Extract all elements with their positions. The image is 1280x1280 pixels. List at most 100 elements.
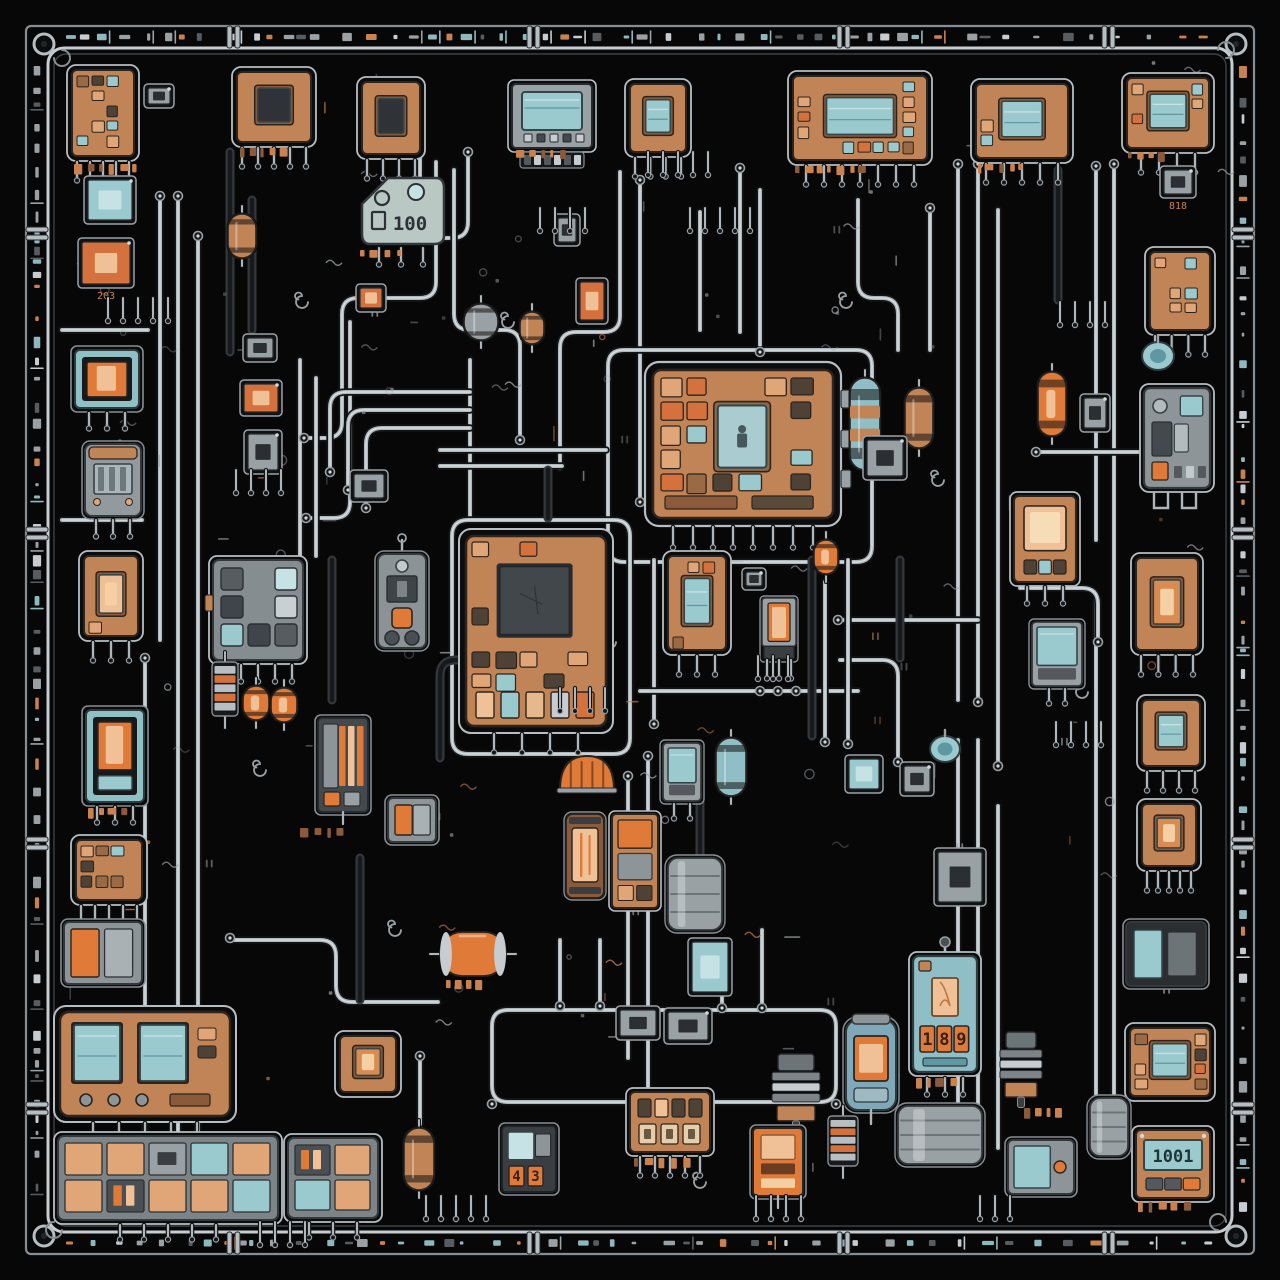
trace xyxy=(326,388,474,474)
capv-component xyxy=(1036,362,1068,446)
relay-component xyxy=(374,533,430,652)
plug-component xyxy=(771,1053,821,1133)
bandcap-component xyxy=(827,1104,859,1180)
svg-text:8: 8 xyxy=(939,1030,949,1050)
border-clamp xyxy=(25,836,49,851)
smallmod-component xyxy=(844,754,884,794)
stub-row xyxy=(1056,299,1109,329)
smallmod-component xyxy=(615,1005,661,1041)
twinscreen-component xyxy=(53,1005,237,1145)
capv-component xyxy=(269,678,299,732)
stub-row xyxy=(536,205,589,235)
capv-component xyxy=(226,204,258,268)
chip-component xyxy=(624,78,692,180)
bigchipA-component xyxy=(643,360,852,551)
smallmod-component xyxy=(687,937,733,997)
border-clamp xyxy=(25,226,49,241)
disc-component xyxy=(929,728,961,763)
smallmod-component xyxy=(243,429,283,475)
capv-component xyxy=(714,728,748,806)
trace xyxy=(604,346,876,566)
border-clamp xyxy=(25,526,49,541)
canister-component xyxy=(894,1102,986,1168)
chip-component xyxy=(78,550,144,664)
stub-row xyxy=(422,1193,490,1223)
chip-component xyxy=(70,834,148,928)
capv-component xyxy=(462,294,500,350)
border-clamp xyxy=(836,25,851,49)
stub-row xyxy=(232,467,285,497)
orange-labels xyxy=(74,148,1192,1213)
tealframe-component xyxy=(81,705,149,826)
stub-row xyxy=(752,1193,805,1223)
capv-component xyxy=(903,378,935,458)
stub-row xyxy=(976,1193,1014,1223)
capv-component xyxy=(518,302,546,354)
border-clamp xyxy=(1231,526,1255,541)
border-clamp xyxy=(25,1101,49,1116)
stripemod-component xyxy=(314,714,372,826)
svg-text:818: 818 xyxy=(1169,201,1187,212)
bandcap-component xyxy=(211,650,239,730)
chip-component xyxy=(1124,1022,1216,1102)
chip-component xyxy=(334,1030,402,1098)
smallmod-component xyxy=(349,469,389,503)
disc-component xyxy=(1141,334,1175,371)
tealframe-component xyxy=(70,345,144,432)
chip-component xyxy=(662,550,732,678)
smallmod-component xyxy=(355,283,387,313)
border-corner-ring xyxy=(32,1221,63,1248)
graymod-component xyxy=(1122,918,1210,990)
smallmod-component xyxy=(1079,393,1111,433)
smallmod-component: 818 xyxy=(1159,165,1197,212)
border-corner-ring xyxy=(1217,32,1248,59)
bigchipB-component xyxy=(458,528,614,756)
dome-component xyxy=(556,754,618,794)
panel-component xyxy=(283,1133,383,1241)
trace xyxy=(362,424,474,510)
dipbar-component xyxy=(519,151,585,169)
capwindow-component xyxy=(563,811,607,901)
decorative-border xyxy=(24,24,1256,1256)
capv-component xyxy=(241,676,271,730)
trace-vias xyxy=(139,146,1120,1110)
chip-component xyxy=(1144,246,1216,358)
border-clamp xyxy=(1101,25,1116,49)
border-clamp xyxy=(226,25,241,49)
trace xyxy=(302,318,354,522)
svg-text:203: 203 xyxy=(97,291,115,302)
border-clamp xyxy=(1231,1101,1255,1116)
svg-text:4: 4 xyxy=(512,1169,520,1185)
transistor-component xyxy=(759,595,799,682)
smallmod-component xyxy=(933,847,987,907)
capv-component xyxy=(812,530,840,584)
border-clamp xyxy=(226,1231,241,1255)
screensm-component xyxy=(659,739,705,822)
border-clamp xyxy=(526,25,541,49)
screenmod-component xyxy=(507,79,597,153)
smallmod-component xyxy=(143,83,175,109)
border-clamp xyxy=(526,1231,541,1255)
trace xyxy=(344,406,474,492)
smallmod-component: 203 xyxy=(77,237,135,302)
graymod-component xyxy=(1004,1136,1078,1198)
svg-text:100: 100 xyxy=(393,213,427,235)
chip-component xyxy=(356,76,426,182)
caph-component xyxy=(428,931,518,977)
border-clamp xyxy=(1231,226,1255,241)
graychip-component xyxy=(204,555,308,685)
chippads-component xyxy=(625,1087,715,1179)
smallmod-component xyxy=(741,567,767,591)
smallmod-component xyxy=(239,379,283,417)
trace xyxy=(556,168,624,472)
stub-row xyxy=(556,685,609,715)
border-clamp xyxy=(836,1231,851,1255)
chip-component xyxy=(231,66,317,170)
capv-component xyxy=(402,1118,436,1200)
smallmod-component xyxy=(862,435,908,481)
border-clamp xyxy=(1101,1231,1116,1255)
